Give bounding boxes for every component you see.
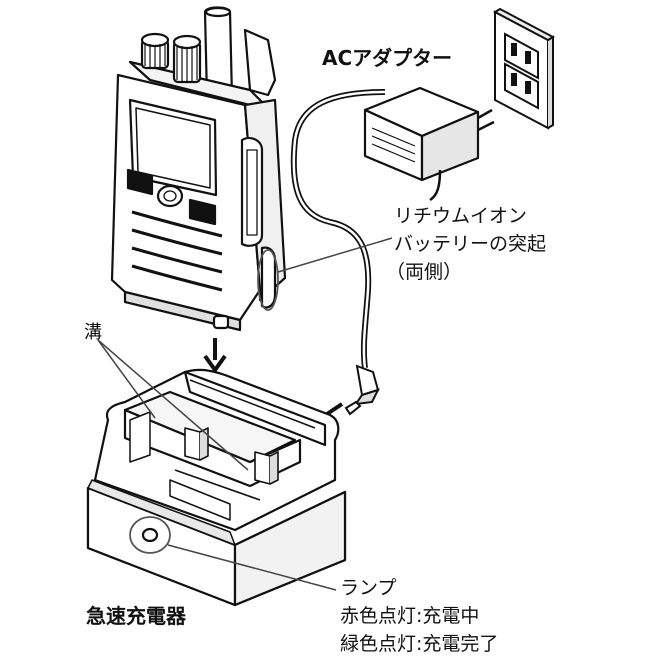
- dc-plug: [344, 364, 380, 416]
- lamp-green-label: 緑色点灯:充電完了: [340, 633, 499, 655]
- battery-protrusion-label-line1: リチウムイオン: [394, 205, 528, 227]
- quick-charger: [86, 368, 347, 607]
- volume-knob: [140, 32, 170, 70]
- ac-adapter: [363, 86, 495, 202]
- battery-protrusion-label-line3: （両側）: [386, 261, 463, 283]
- lamp-highlight: [129, 516, 171, 554]
- groove-label: 溝: [84, 322, 102, 343]
- lamp-label: ランプ: [340, 577, 397, 599]
- protrusion-highlight: [257, 249, 279, 311]
- ac-adapter-label: ACアダプター: [322, 46, 453, 70]
- battery-protrusion-label-line2: バッテリーの突起: [394, 233, 547, 255]
- charger-label: 急速充電器: [86, 604, 186, 628]
- leader-lines: [97, 237, 393, 591]
- wall-outlet: [492, 7, 556, 130]
- charger-lamp: [141, 527, 159, 543]
- radio-transceiver: [110, 6, 287, 332]
- insert-arrow-down: [203, 338, 227, 374]
- channel-knob: [172, 34, 202, 84]
- lamp-red-label: 赤色点灯:充電中: [340, 605, 480, 627]
